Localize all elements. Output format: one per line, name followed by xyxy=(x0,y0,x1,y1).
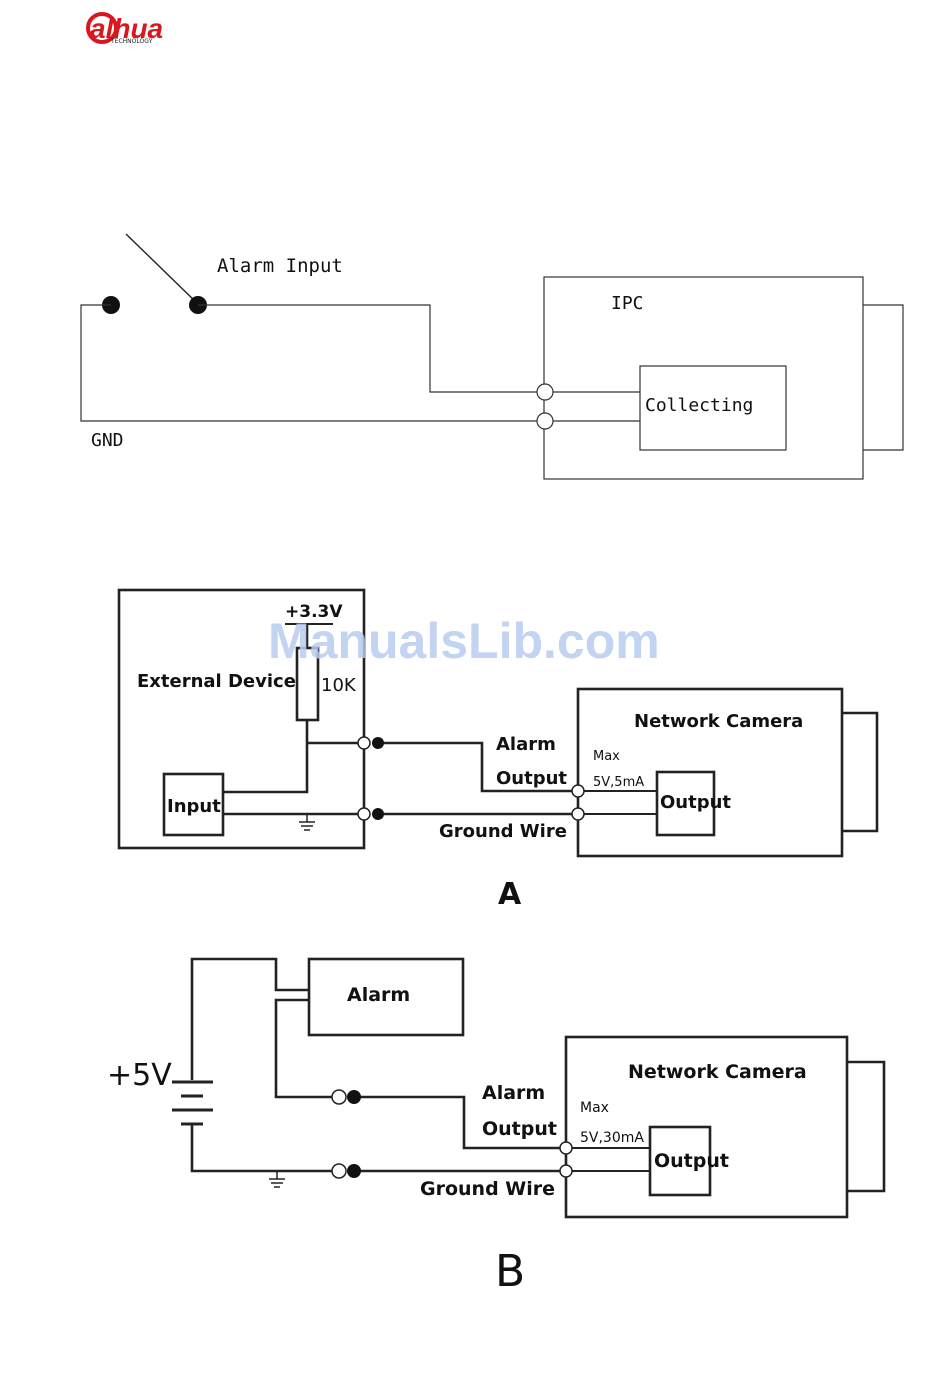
max-label-a: Max xyxy=(593,749,620,764)
ipc-terminal-top xyxy=(537,384,553,400)
dahua-logo: alhua TECHNOLOGY xyxy=(88,13,163,45)
alarm-label-a: Alarm xyxy=(496,734,556,755)
terminal-filled-a2 xyxy=(372,808,384,820)
terminal-filled-b2 xyxy=(347,1164,361,1178)
rating-label-a: 5V,5mA xyxy=(593,775,644,790)
camera-lens-tab-b xyxy=(847,1062,884,1191)
terminal-open-b1 xyxy=(332,1090,346,1104)
resistor-label: 10K xyxy=(321,675,357,696)
camera-output-label-b: Output xyxy=(654,1150,729,1172)
terminal-open-a1 xyxy=(358,737,370,749)
alarm-input-diagram xyxy=(81,234,903,479)
max-label-b: Max xyxy=(580,1100,609,1116)
network-camera-label-b: Network Camera xyxy=(628,1061,807,1083)
voltage-5v-label: +5V xyxy=(107,1058,172,1093)
camera-output-label-a: Output xyxy=(660,792,731,813)
alarm-label-b: Alarm xyxy=(482,1082,545,1104)
alarm-box-label: Alarm xyxy=(347,984,410,1006)
ground-wire-label-b: Ground Wire xyxy=(420,1178,555,1200)
terminal-filled-b1 xyxy=(347,1090,361,1104)
terminal-open-b2 xyxy=(332,1164,346,1178)
ipc-box xyxy=(544,277,863,479)
gnd-wire xyxy=(81,305,537,421)
ipc-side-tab xyxy=(863,305,903,450)
terminal-open-a2 xyxy=(358,808,370,820)
camera-lens-tab-a xyxy=(842,713,877,831)
manualslib-watermark: ManualsLib.com xyxy=(268,613,660,669)
input-label: Input xyxy=(167,796,221,817)
ipc-label: IPC xyxy=(611,293,644,314)
gnd-label: GND xyxy=(91,430,124,451)
caption-b: B xyxy=(495,1246,525,1297)
ground-symbol-b xyxy=(269,1171,285,1187)
network-camera-label-a: Network Camera xyxy=(634,711,803,732)
battery-icon xyxy=(172,1082,213,1124)
resistor-to-input-wire xyxy=(223,720,307,792)
output-label-b: Output xyxy=(482,1118,557,1140)
camera-terminal-a1 xyxy=(572,785,584,797)
alarm-to-output-wire xyxy=(276,1000,332,1097)
ground-symbol-a xyxy=(299,814,315,830)
terminal-filled-a1 xyxy=(372,737,384,749)
alarm-input-wire xyxy=(198,305,537,392)
switch-blade xyxy=(126,234,198,304)
camera-terminal-a2 xyxy=(572,808,584,820)
camera-terminal-b1 xyxy=(560,1142,572,1154)
rating-label-b: 5V,30mA xyxy=(580,1130,644,1146)
external-device-label: External Device xyxy=(137,671,296,692)
battery-positive-wire xyxy=(192,959,309,1080)
ground-wire-label-a: Ground Wire xyxy=(439,821,567,842)
collecting-label: Collecting xyxy=(645,395,753,416)
logo-tagline: TECHNOLOGY xyxy=(110,38,153,45)
battery-negative-wire xyxy=(192,1124,332,1171)
caption-a: A xyxy=(498,877,522,912)
ipc-terminal-bottom xyxy=(537,413,553,429)
alarm-input-label: Alarm Input xyxy=(217,255,343,277)
camera-terminal-b2 xyxy=(560,1165,572,1177)
output-label-a: Output xyxy=(496,768,567,789)
